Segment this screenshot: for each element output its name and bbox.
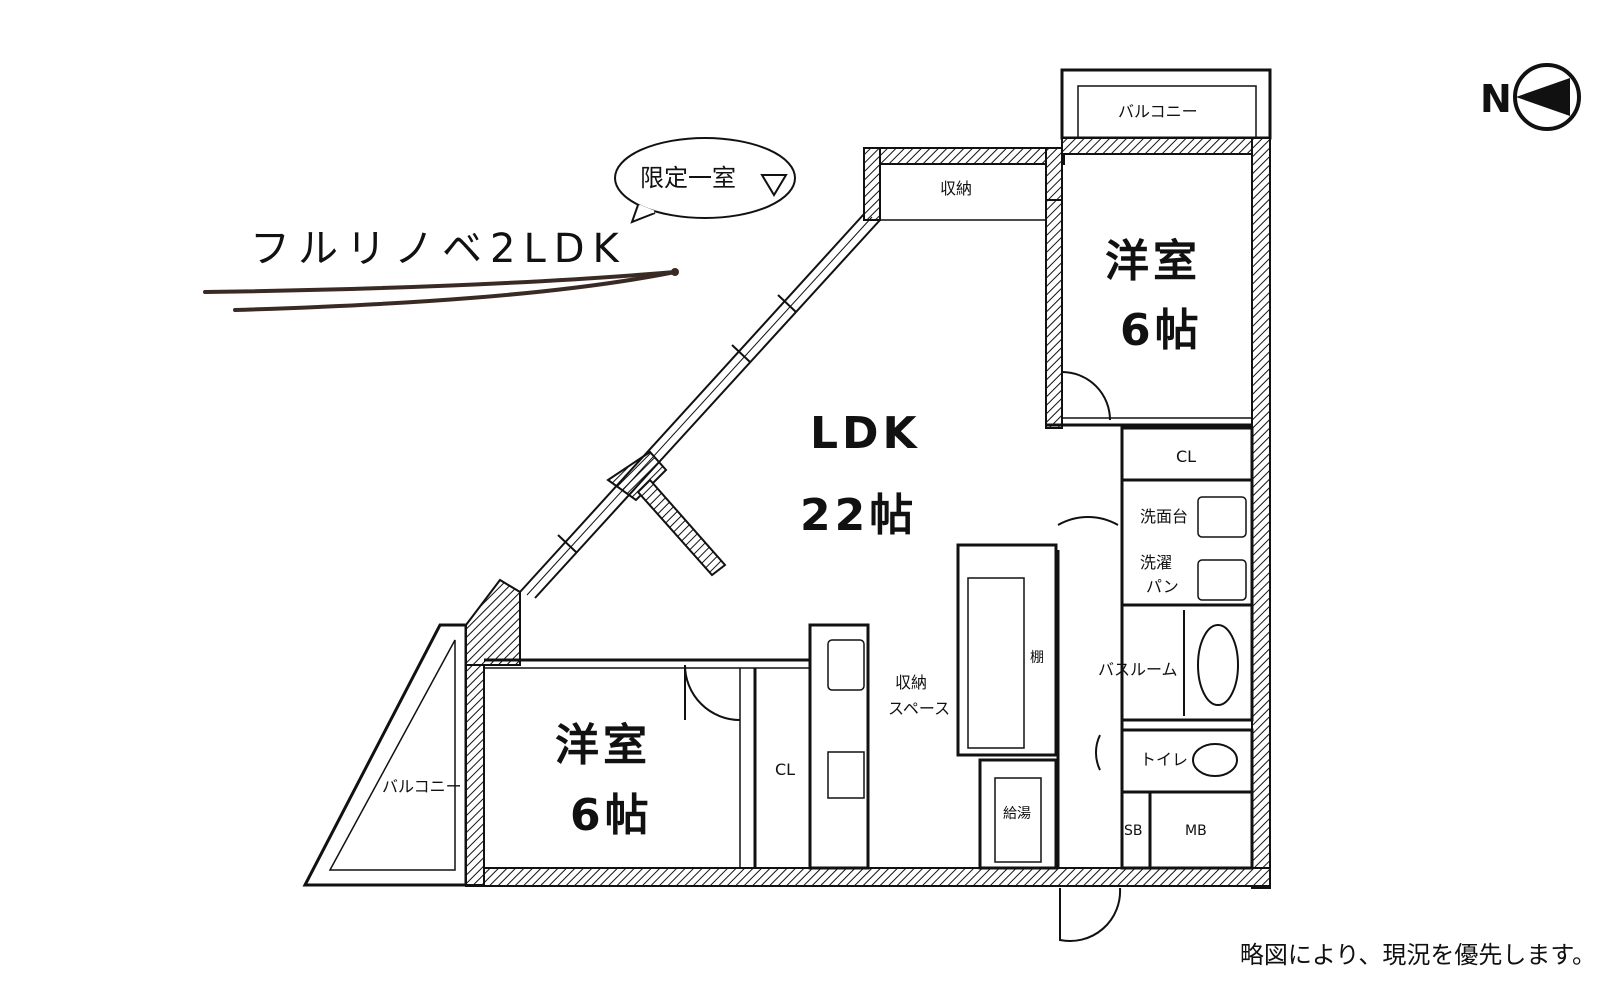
storage-space-label-2: スペース bbox=[888, 699, 950, 718]
sb-label: SB bbox=[1124, 823, 1143, 839]
shelf-label: 棚 bbox=[1030, 650, 1044, 666]
western-room-top-name: 洋室 bbox=[1105, 236, 1201, 287]
triangle-heart-icon bbox=[760, 174, 788, 197]
headline-underline bbox=[203, 270, 677, 294]
cl-right-label: CL bbox=[1176, 447, 1196, 466]
footnote: 略図により、現況を優先します。 bbox=[1239, 941, 1596, 969]
exterior-walls bbox=[465, 137, 1271, 889]
balcony-left-label: バルコニー bbox=[382, 777, 462, 796]
interior-walls bbox=[484, 163, 1254, 943]
storage-space-label-1: 収納 bbox=[895, 673, 927, 692]
balcony-left bbox=[302, 623, 468, 887]
north-label: N bbox=[1480, 77, 1512, 121]
diagonal-wall bbox=[519, 213, 881, 599]
mb-label: MB bbox=[1185, 823, 1207, 839]
laundry-label: 洗濯 bbox=[1140, 553, 1172, 572]
western-room-bottom-size: 6帖 bbox=[570, 790, 653, 841]
north-arrow-icon bbox=[1513, 63, 1581, 131]
ldk-name: LDK bbox=[810, 408, 921, 459]
western-room-top-size: 6帖 bbox=[1120, 305, 1203, 356]
laundry-pan-label: パン bbox=[1146, 577, 1179, 596]
bubble-text: 限定一室 bbox=[640, 164, 736, 192]
ldk-size: 22帖 bbox=[800, 490, 917, 541]
washbasin-label: 洗面台 bbox=[1140, 507, 1188, 526]
toilet-label: トイレ bbox=[1140, 750, 1188, 769]
cl-bottom-label: CL bbox=[775, 760, 795, 779]
headline: フルリノベ2LDK bbox=[250, 226, 627, 272]
headline-underline-2 bbox=[233, 270, 677, 312]
bathroom-label: バスルーム bbox=[1098, 660, 1178, 679]
balcony-top-label: バルコニー bbox=[1118, 102, 1198, 121]
speech-bubble bbox=[614, 137, 796, 224]
water-heater-label: 給湯 bbox=[1003, 805, 1031, 822]
storage-top-label: 収納 bbox=[940, 179, 972, 198]
western-room-bottom-name: 洋室 bbox=[555, 720, 651, 771]
